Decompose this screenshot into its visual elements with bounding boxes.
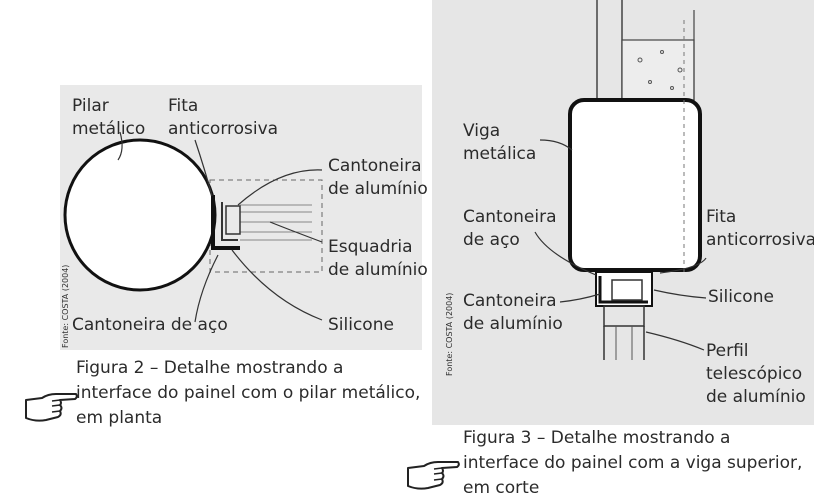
figure3-source: Fonte: COSTA (2004): [445, 292, 454, 376]
label-cantoneira-aco: Cantoneira de aço: [72, 315, 228, 335]
figure2-source: Fonte: COSTA (2004): [61, 264, 70, 348]
figure3-drawing: [534, 0, 707, 360]
figure3-caption: Figura 3 – Detalhe mostrando a interface…: [463, 428, 803, 498]
pointing-hand-icon: [407, 461, 460, 490]
pillar-circle: [63, 138, 217, 292]
figure2-caption: Figura 2 – Detalhe mostrando a interface…: [76, 358, 421, 428]
beam-rect: [568, 98, 702, 272]
pointing-hand-icon: [25, 393, 78, 422]
label-silicone: Silicone: [328, 315, 394, 335]
label-silicone-fig3: Silicone: [708, 287, 774, 307]
figure2-drawing: [63, 131, 323, 323]
